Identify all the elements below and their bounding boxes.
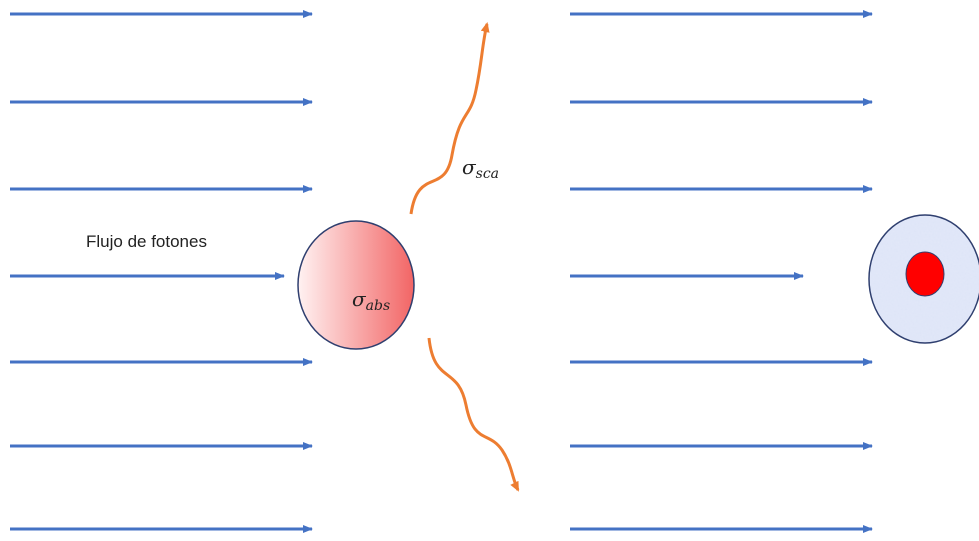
absorbing-particle: σabs bbox=[297, 220, 415, 350]
shadow-disk-outline bbox=[868, 214, 979, 344]
particle-shadow bbox=[868, 214, 979, 344]
sigma-sca-label: σsca bbox=[462, 155, 499, 182]
transmitted-flux-arrows bbox=[570, 10, 873, 533]
sigma-abs-label: σabs bbox=[352, 287, 390, 314]
flux-label: Flujo de fotones bbox=[86, 232, 207, 251]
particle-circle bbox=[297, 220, 415, 350]
absorbing-core bbox=[905, 251, 945, 297]
scattered-photon-down bbox=[427, 337, 520, 492]
incoming-flux-arrows bbox=[10, 10, 313, 533]
scattered-photon-up bbox=[409, 22, 490, 215]
